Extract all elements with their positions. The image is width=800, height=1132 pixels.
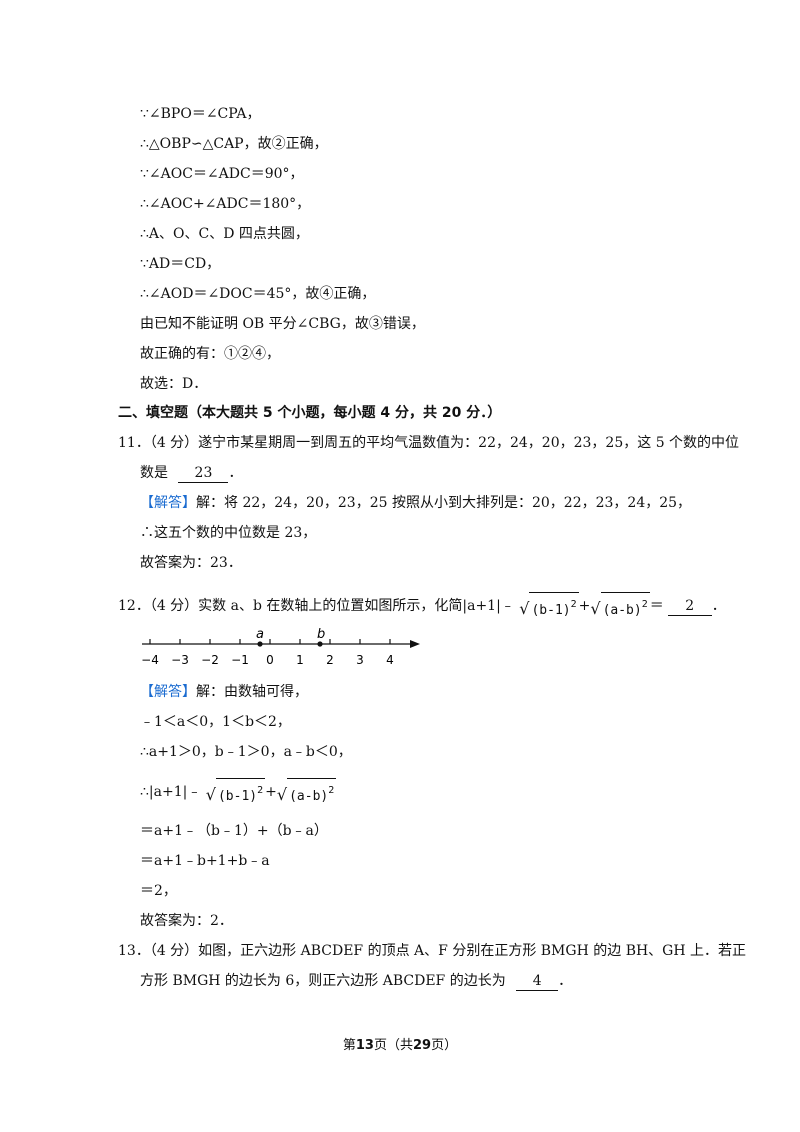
number-line-tick-label: −3 — [171, 653, 189, 667]
q12-solution-line-8: 故答案为：2． — [140, 913, 233, 929]
q12-stem-prefix: 12．（4 分）实数 a、b 在数轴上的位置如图所示，化简|a+1|﹣ — [118, 598, 515, 614]
proof-line-6: ∵AD＝CD， — [140, 256, 221, 272]
q11-stem-prefix: 数是 — [140, 465, 168, 481]
q12-equals: ＝ — [649, 598, 664, 614]
q13-stem-prefix: 方形 BMGH 的边长为 6，则正六边形 ABCDEF 的边长为 — [140, 973, 506, 989]
proof-line-3: ∵∠AOC＝∠ADC＝90°， — [140, 166, 304, 182]
proof-line-2: ∴△OBP∽△CAP，故②正确， — [140, 136, 328, 152]
number-line-tick-label: −2 — [201, 653, 219, 667]
q11-answer-blank: 23 — [178, 464, 229, 483]
proof-line-7: ∴∠AOD＝∠DOC＝45°，故④正确， — [140, 286, 376, 302]
q13-stem-line-1: 13．（4 分）如图，正六边形 ABCDEF 的顶点 A、F 分别在正方形 BM… — [118, 943, 747, 959]
q11-stem-line-1: 11．（4 分）遂宁市某星期周一到周五的平均气温数值为：22，24，20，23，… — [118, 435, 740, 451]
q11-solution-line-1: 【解答】解：将 22，24，20，23，25 按照从小到大排列是：20，22，2… — [140, 493, 691, 513]
proof-line-10: 故选：D． — [140, 376, 208, 392]
q12-solution-radical-1: √(b-1)2 — [206, 778, 266, 807]
number-line-arrow — [410, 640, 420, 648]
q12-radical-2: √(a-b)2 — [590, 592, 650, 621]
point-a-dot — [257, 641, 263, 647]
footer-current-page: 13 — [355, 1038, 374, 1053]
footer-prefix: 第 — [342, 1038, 356, 1053]
point-b-label: b — [317, 627, 325, 642]
q12-stem: 12．（4 分）实数 a、b 在数轴上的位置如图所示，化简|a+1|﹣ √(b-… — [118, 592, 726, 621]
q12-solution-line-4: ∴|a+1|﹣ √(b-1)2+√(a-b)2 — [140, 778, 337, 807]
proof-line-5: ∴A、O、C、D 四点共圆， — [140, 226, 309, 242]
q12-solution-tag: 【解答】 — [140, 684, 196, 700]
q11-solution-line-2: ∴这五个数的中位数是 23， — [140, 525, 317, 541]
q13-stem-suffix: ． — [558, 973, 573, 989]
q12-solution-line-5: ＝a+1﹣（b﹣1）+（b﹣a） — [140, 823, 328, 839]
q12-solution-line-2: ﹣1＜a＜0，1＜b＜2， — [140, 714, 291, 730]
number-line-tick-label: 3 — [356, 653, 364, 667]
number-line-diagram: −4 −3 −2 −1 0 1 2 3 4 a b — [141, 627, 420, 667]
q11-stem-line-2: 数是 23． — [140, 463, 242, 483]
number-line-tick-label: 0 — [266, 653, 274, 667]
number-line-tick-label: 4 — [386, 653, 394, 667]
number-line-tick-label: 2 — [326, 653, 334, 667]
q13-answer-blank: 4 — [516, 972, 559, 991]
q11-solution-tag: 【解答】 — [140, 495, 196, 511]
q12-plus: + — [578, 598, 591, 614]
proof-line-8: 由已知不能证明 OB 平分∠CBG，故③错误， — [140, 316, 425, 332]
proof-line-1: ∵∠BPO＝∠CPA， — [140, 106, 261, 122]
q12-solution-plus: + — [265, 784, 277, 800]
q11-solution-line-3: 故答案为：23． — [140, 555, 242, 571]
footer-total-pages: 29 — [413, 1038, 432, 1053]
q12-solution-radical-2: √(a-b)2 — [277, 778, 337, 807]
q12-solution-line-3: ∴a+1＞0，b﹣1＞0，a﹣b＜0， — [140, 744, 352, 760]
number-line-tick-label: 1 — [296, 653, 304, 667]
q12-solution-line-6: ＝a+1﹣b+1+b﹣a — [140, 853, 270, 869]
q12-radical-1: √(b-1)2 — [519, 592, 579, 621]
point-b-dot — [317, 641, 323, 647]
footer-suffix: 页） — [431, 1038, 458, 1053]
q12-answer-blank: 2 — [667, 597, 712, 616]
q12-solution-line-1: 【解答】解：由数轴可得， — [140, 682, 308, 702]
q12-solution-line-7: ＝2， — [140, 883, 177, 899]
section-heading: 二、填空题（本大题共 5 个小题，每小题 4 分，共 20 分．） — [118, 405, 502, 421]
point-a-label: a — [256, 627, 264, 642]
number-line-tick-label: −4 — [141, 653, 159, 667]
page-footer: 第13页（共29页） — [0, 1034, 800, 1053]
q11-stem-suffix: ． — [228, 465, 243, 481]
q12-solution-prefix-4: ∴|a+1|﹣ — [140, 784, 202, 800]
footer-middle: 页（共 — [373, 1038, 413, 1053]
q12-solution-text-1: 解：由数轴可得， — [196, 684, 308, 700]
number-line-tick-label: −1 — [231, 653, 249, 667]
proof-line-9: 故正确的有：①②④， — [140, 346, 280, 362]
q12-period: ． — [711, 598, 726, 614]
q13-stem-line-2: 方形 BMGH 的边长为 6，则正六边形 ABCDEF 的边长为 4． — [140, 971, 572, 991]
q11-solution-text-1: 解：将 22，24，20，23，25 按照从小到大排列是：20，22，23，24… — [196, 495, 692, 511]
proof-line-4: ∴∠AOC+∠ADC＝180°， — [140, 196, 311, 212]
